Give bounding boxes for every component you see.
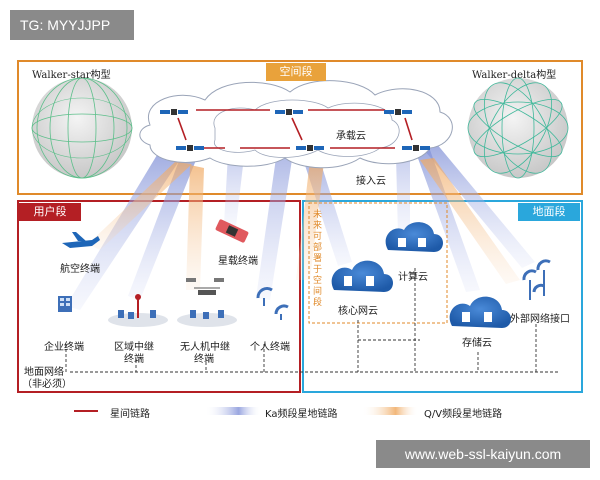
legend-ka-label: Ka频段星地链路 <box>265 409 338 420</box>
user-segment-frame <box>17 200 301 393</box>
compute-cloud-label: 计算云 <box>398 272 428 283</box>
access-cloud-label: 接入云 <box>356 176 386 187</box>
enterprise-terminal-label: 企业终端 <box>44 342 84 353</box>
legend-qv-label: Q/V频段星地链路 <box>424 409 503 420</box>
uav-relay-label-1: 无人机中继 <box>180 342 230 353</box>
compute-cloud-icon <box>385 222 443 252</box>
legend-ka-swatch <box>205 407 261 415</box>
carrier-cloud <box>139 80 453 169</box>
user-segment-tag: 用户段 <box>19 203 81 221</box>
carrier-cloud-label: 承载云 <box>336 131 366 142</box>
spaceborne-terminal-icon <box>215 219 249 243</box>
future-deploy-note: 未来可部署于空间段 <box>313 210 323 308</box>
storage-cloud-label: 存储云 <box>462 338 492 349</box>
aviation-terminal-label: 航空终端 <box>60 264 100 275</box>
walker-star-label: Walker-star构型 <box>32 70 111 81</box>
airplane-icon <box>62 232 100 248</box>
walker-delta-label: Walker-delta构型 <box>472 70 557 81</box>
walker-star-globe <box>31 77 133 179</box>
regional-relay-label-1: 区域中继 <box>114 342 154 353</box>
watermark-bottom-right: www.web-ssl-kaiyun.com <box>376 440 590 468</box>
watermark-top-left: TG: MYYJJPP <box>10 10 134 40</box>
uav-relay-label-2: 终端 <box>194 354 214 365</box>
ground-network-label-1: 地面网络 <box>24 367 64 378</box>
legend-isl-label: 星间链路 <box>110 409 150 420</box>
satellite-icons <box>160 109 430 151</box>
spaceborne-terminal-label: 星载终端 <box>218 256 258 267</box>
storage-cloud-icon <box>449 296 511 328</box>
personal-terminal-icon <box>256 286 289 320</box>
ground-network-lines <box>65 268 560 373</box>
legend-qv-swatch <box>362 407 418 415</box>
ground-segment-tag: 地面段 <box>518 203 580 221</box>
regional-relay-label-2: 终端 <box>124 354 144 365</box>
enterprise-terminal-icon <box>58 296 72 312</box>
uav-relay-icon <box>177 278 237 327</box>
personal-terminal-label: 个人终端 <box>250 342 290 353</box>
core-cloud-icon <box>331 260 393 292</box>
qv-band-beams <box>88 158 520 290</box>
external-interface-icon <box>522 259 551 300</box>
isl-links <box>177 109 413 149</box>
space-segment-frame <box>17 60 583 195</box>
future-deploy-box <box>308 202 448 324</box>
external-interface-label: 外部网络接口 <box>510 314 570 325</box>
regional-relay-icon <box>108 294 168 327</box>
space-segment-tag: 空间段 <box>266 63 326 81</box>
walker-delta-globe <box>467 77 569 179</box>
ground-network-label-2: （非必须） <box>22 379 72 390</box>
core-cloud-label: 核心网云 <box>338 306 378 317</box>
